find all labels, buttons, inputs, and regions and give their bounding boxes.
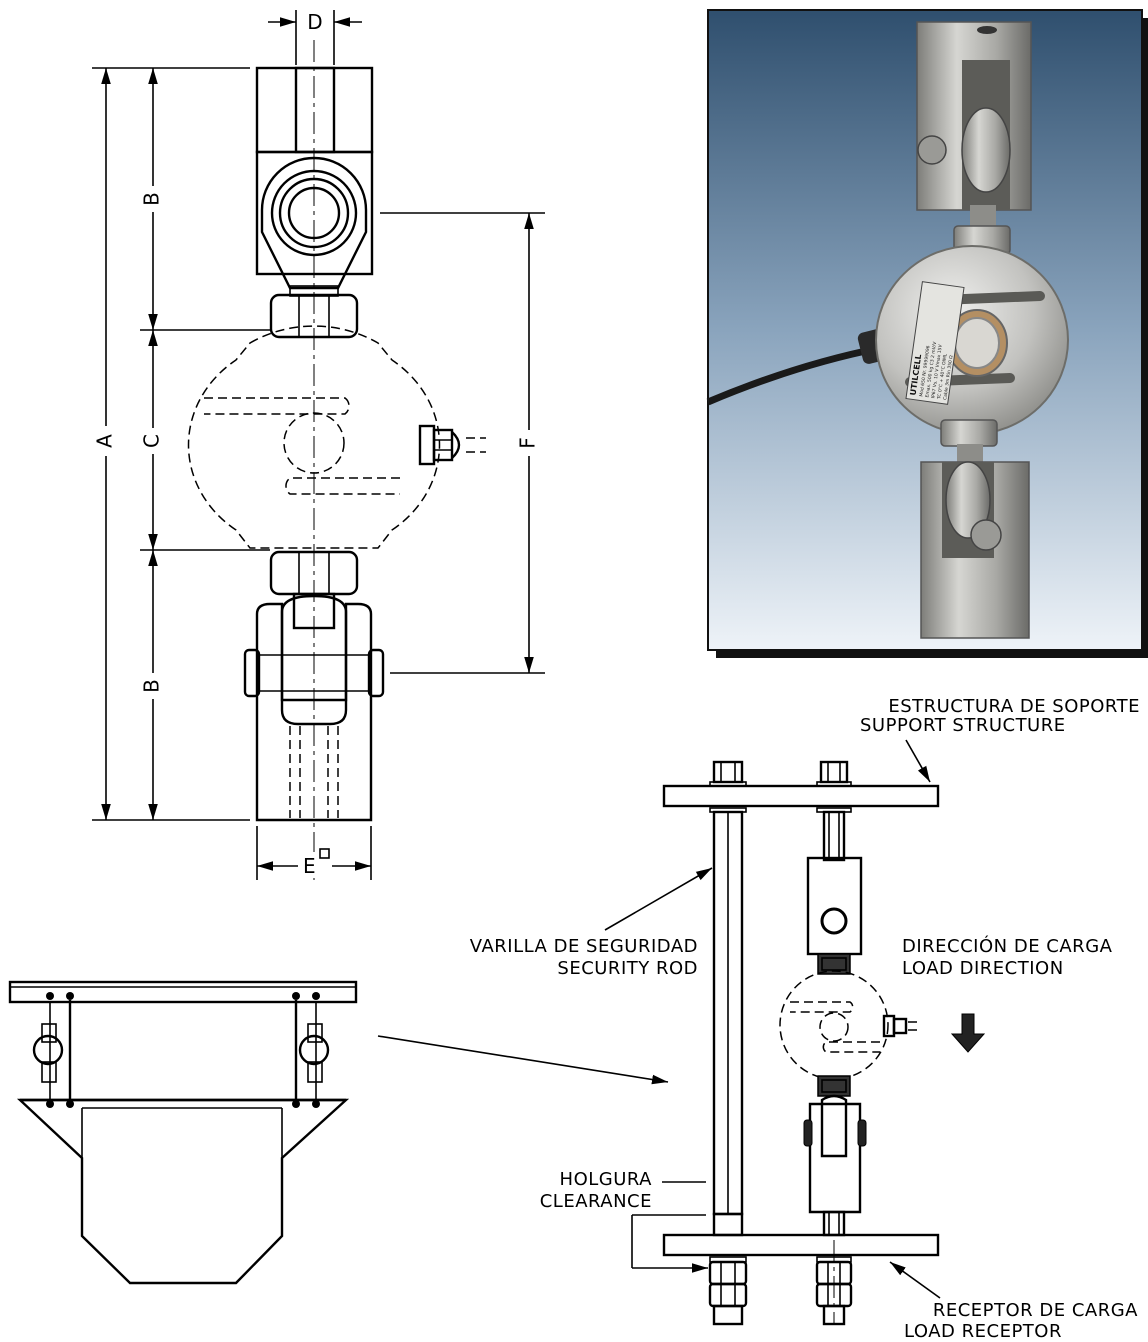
photo-load-cell: UTILCELL Mod 650 Nr. 99999096 Emax. 500 … (875, 245, 1069, 435)
rod-eye (260, 156, 368, 290)
square-symbol (319, 848, 330, 859)
labels: ESTRUCTURA DE SOPORTE SUPPORT STRUCTURE … (470, 696, 1140, 1342)
label-receptor-es: RECEPTOR DE CARGA (933, 1300, 1138, 1321)
dim-b-top-label: B (140, 192, 164, 206)
label-rod-en: SECURITY ROD (557, 958, 698, 979)
label-rod-es: VARILLA DE SEGURIDAD (470, 936, 698, 957)
label-clearance-en: CLEARANCE (540, 1191, 652, 1212)
detail-leader (377, 1035, 669, 1085)
dim-e-label: E (303, 854, 316, 878)
detail-load-cell (779, 970, 918, 1080)
dim-a-label: A (93, 434, 117, 448)
installation-detail (604, 739, 986, 1326)
product-photo: UTILCELL Mod 650 Nr. 99999096 Emax. 500 … (706, 9, 1148, 658)
cable-gland (418, 424, 486, 466)
dim-f-label: F (516, 437, 540, 449)
dim-d-label: D (307, 10, 322, 34)
label-support-en: SUPPORT STRUCTURE (860, 715, 1066, 736)
label-receptor-en: LOAD RECEPTOR (904, 1321, 1062, 1342)
label-direction-es: DIRECCIÓN DE CARGA (902, 935, 1113, 957)
hopper-beam (8, 980, 358, 1004)
hopper-installation (8, 980, 669, 1285)
label-clearance-es: HOLGURA (560, 1169, 653, 1190)
label-direction-en: LOAD DIRECTION (902, 958, 1064, 979)
receptor-plate (662, 1233, 940, 1257)
load-direction-arrow (950, 1013, 986, 1053)
dimension-drawing: A B C B F D E (92, 10, 545, 880)
dim-b-bottom-label: B (140, 679, 164, 693)
photo-cable (706, 344, 881, 406)
label-support-es: ESTRUCTURA DE SOPORTE (888, 696, 1140, 717)
dim-c-label: C (140, 434, 164, 448)
hopper-body (16, 1098, 350, 1285)
support-plate (662, 784, 940, 808)
